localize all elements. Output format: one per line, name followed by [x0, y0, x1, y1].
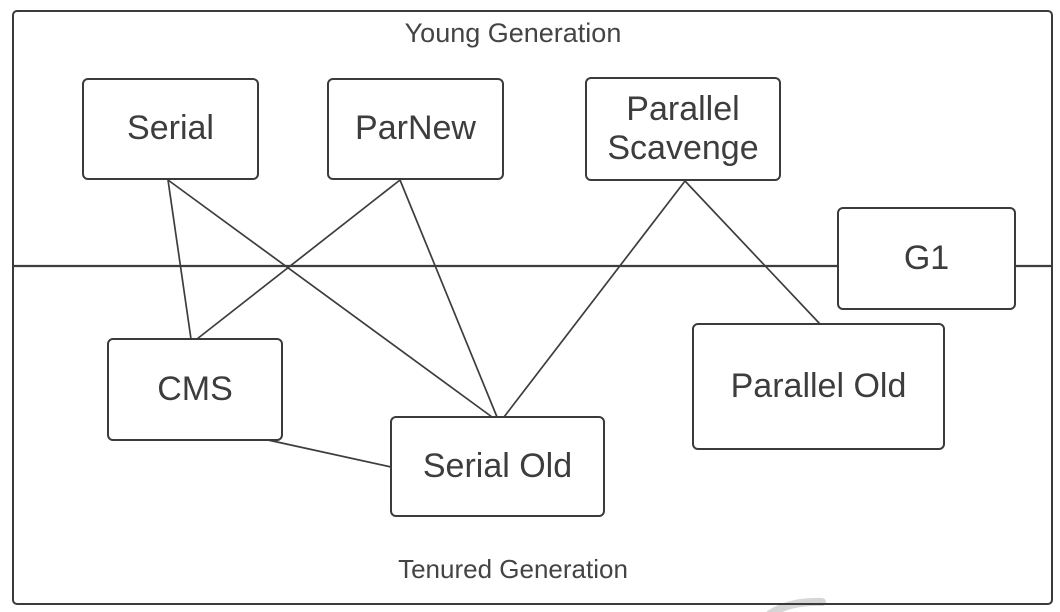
young-generation-label: Young Generation	[404, 18, 622, 48]
tenured-generation-label: Tenured Generation	[398, 554, 628, 584]
node-cms: CMS	[107, 338, 283, 441]
node-parallel-scavenge: Parallel Scavenge	[585, 77, 781, 181]
node-serial: Serial	[82, 78, 259, 180]
memory-regions-frame	[12, 10, 1053, 605]
node-serial-old: Serial Old	[390, 416, 605, 517]
node-g1: G1	[837, 207, 1016, 310]
edge-parallel-scavenge-to-parallel-old	[684, 180, 821, 325]
node-parnew: ParNew	[327, 78, 504, 180]
edge-parnew-to-cms	[196, 179, 401, 340]
edge-parnew-to-serial-old	[399, 179, 498, 418]
edge-parallel-scavenge-to-serial-old	[503, 180, 686, 418]
edge-serial-to-serial-old	[167, 179, 493, 418]
node-parallel-old: Parallel Old	[692, 323, 945, 450]
edge-cms-to-serial-old	[267, 439, 392, 468]
edge-serial-to-cms	[167, 179, 192, 340]
